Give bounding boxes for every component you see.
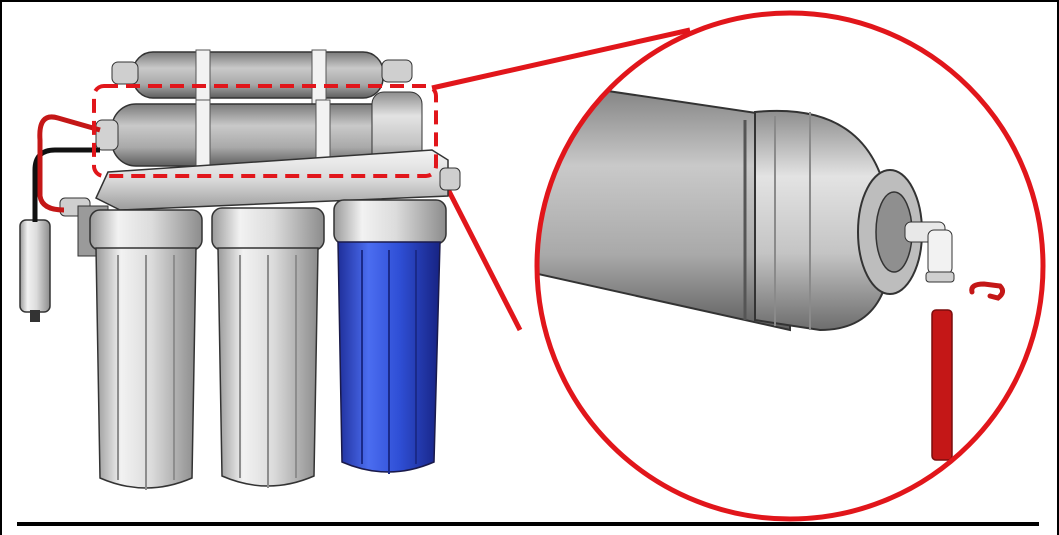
zoom-circle [534, 10, 1046, 522]
main-filter-unit [19, 49, 461, 490]
red-tube-loop [37, 114, 101, 213]
red-tube [931, 309, 953, 461]
sediment-housing-1 [89, 209, 203, 490]
highlight-outline [92, 84, 438, 178]
bottom-rule [17, 522, 1039, 526]
flow-restrictor [19, 219, 51, 322]
membrane-housing [95, 91, 423, 173]
carbon-housing-2 [211, 207, 325, 488]
locking-clip [969, 281, 1006, 301]
elbow-fitting [904, 221, 955, 283]
blue-housing-3 [333, 199, 447, 474]
